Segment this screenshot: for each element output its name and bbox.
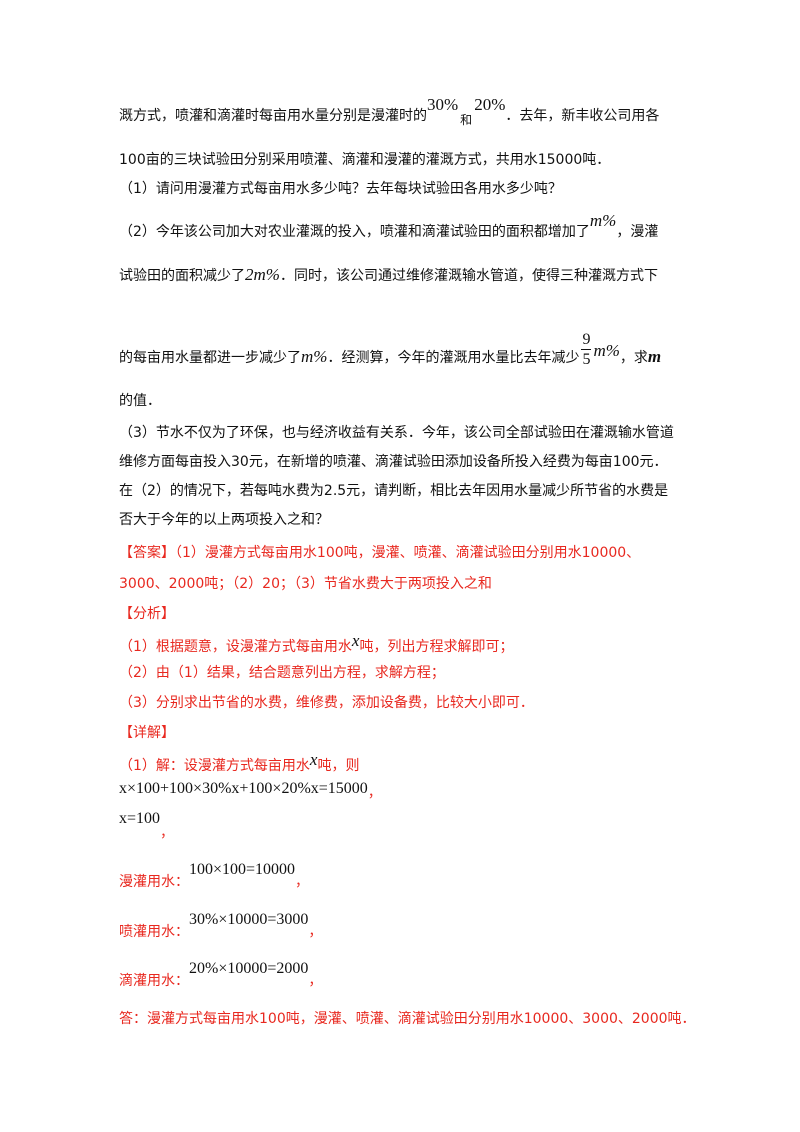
equation-1: x×100+100×30%x+100×20%x=15000， (119, 780, 382, 801)
text-segment: （1）漫灌方式每亩用水100吨，漫灌、喷灌、滴灌试验田分别用水10000、 (175, 545, 641, 561)
equation-2: x=100， (119, 810, 174, 841)
text-segment: 吨，列出方程求解即可； (359, 639, 514, 655)
problem-line-1: 溉方式，喷灌和滴灌时每亩用水量分别是漫灌时的30%和20%．去年，新丰收公司用各 (119, 96, 660, 126)
text-segment: 试验田的面积减少了 (119, 268, 245, 284)
text-segment: 溉方式，喷灌和滴灌时每亩用水量分别是漫灌时的 (119, 108, 427, 124)
question-3-line-1: （3）节水不仅为了环保，也与经济收益有关系．今年，该公司全部试验田在灌溉输水管道 (119, 425, 674, 441)
math-percent: 30% (427, 95, 459, 114)
label: 漫灌用水： (119, 874, 189, 890)
question-2-line-4: 的值． (119, 393, 161, 409)
text-segment: ．去年，新丰收公司用各 (505, 108, 660, 124)
label: 喷灌用水： (119, 924, 189, 940)
punctuation: ， (308, 924, 323, 940)
answer-tag: 【答案】 (119, 545, 175, 561)
math-var: 2m% (245, 265, 280, 284)
fraction-numerator: 9 (581, 331, 592, 350)
equation-pen: 喷灌用水：30%×10000=3000， (119, 911, 322, 940)
punctuation: ， (295, 874, 310, 890)
detail-tag: 【详解】 (119, 725, 175, 741)
analysis-tag: 【分析】 (119, 606, 175, 622)
punctuation: ， (308, 973, 323, 989)
text-segment: 和 (460, 113, 473, 127)
math-var: m% (593, 341, 620, 360)
math-var: x (309, 750, 318, 769)
question-2-line-2: 试验田的面积减少了2m%．同时，该公司通过维修灌溉输水管道，使得三种灌溉方式下 (119, 266, 658, 283)
fraction-denominator: 5 (582, 351, 591, 368)
math-var: x (351, 631, 360, 650)
math-var: m (647, 347, 662, 366)
math-percent: 20% (474, 95, 506, 114)
math-var: m% (589, 211, 617, 230)
text-segment: （1）解：设漫灌方式每亩用水 (119, 758, 310, 774)
punctuation: ， (160, 825, 175, 841)
question-3-line-4: 否大于今年的以上两项投入之和？ (119, 512, 329, 528)
text-segment: （1）根据题意，设漫灌方式每亩用水 (119, 639, 352, 655)
answer-line-1: 【答案】（1）漫灌方式每亩用水100吨，漫灌、喷灌、滴灌试验田分别用水10000… (119, 546, 640, 560)
equation: x=100 (119, 810, 161, 827)
question-3-line-3: 在（2）的情况下，若每吨水费为2.5元，请判断，相比去年因用水量减少所节省的水费… (119, 483, 669, 499)
problem-line-2: 100亩的三块试验田分别采用喷灌、滴灌和漫灌的灌溉方式，共用水15000吨． (119, 152, 611, 168)
text-segment: 吨，则 (317, 758, 360, 774)
equation-di: 滴灌用水：20%×10000=2000， (119, 960, 322, 989)
math-var: m% (301, 347, 328, 366)
question-1: （1）请问用漫灌方式每亩用水多少吨？去年每块试验田各用水多少吨？ (119, 181, 562, 197)
equation-man: 漫灌用水：100×100=10000， (119, 861, 309, 890)
text-segment: ，求 (619, 350, 648, 366)
text-segment: ．同时，该公司通过维修灌溉输水管道，使得三种灌溉方式下 (279, 268, 658, 284)
analysis-line-3: （3）分别求出节省的水费，维修费，添加设备费，比较大小即可． (119, 695, 534, 711)
analysis-line-2: （2）由（1）结果，结合题意列出方程，求解方程； (119, 665, 445, 681)
text-segment: ，漫灌 (616, 224, 659, 240)
text-segment: （2）今年该公司加大对农业灌溉的投入，喷灌和滴灌试验田的面积都增加了 (119, 224, 590, 240)
analysis-line-1: （1）根据题意，设漫灌方式每亩用水x吨，列出方程求解即可； (119, 632, 514, 655)
text-segment: 的每亩用水量都进一步减少了 (119, 350, 301, 366)
equation: 30%×10000=3000 (189, 911, 309, 928)
conclusion: 答：漫灌方式每亩用水100吨，漫灌、喷灌、滴灌试验田分别用水10000、3000… (119, 1011, 696, 1027)
answer-line-2: 3000、2000吨；（2）20；（3）节省水费大于两项投入之和 (119, 576, 492, 592)
question-2-line-1: （2）今年该公司加大对农业灌溉的投入，喷灌和滴灌试验田的面积都增加了m%，漫灌 (119, 212, 659, 240)
punctuation: ， (367, 785, 382, 801)
equation: 100×100=10000 (189, 861, 296, 878)
equation: x×100+100×30%x+100×20%x=15000 (119, 780, 368, 797)
detail-line-1: （1）解：设漫灌方式每亩用水x吨，则 (119, 751, 360, 774)
label: 滴灌用水： (119, 973, 189, 989)
equation: 20%×10000=2000 (189, 960, 309, 977)
question-3-line-2: 维修方面每亩投入30元，在新增的喷灌、滴灌试验田添加设备所投入经费为每亩100元… (119, 454, 668, 470)
text-segment: ．经测算，今年的灌溉用水量比去年减少 (327, 350, 580, 366)
